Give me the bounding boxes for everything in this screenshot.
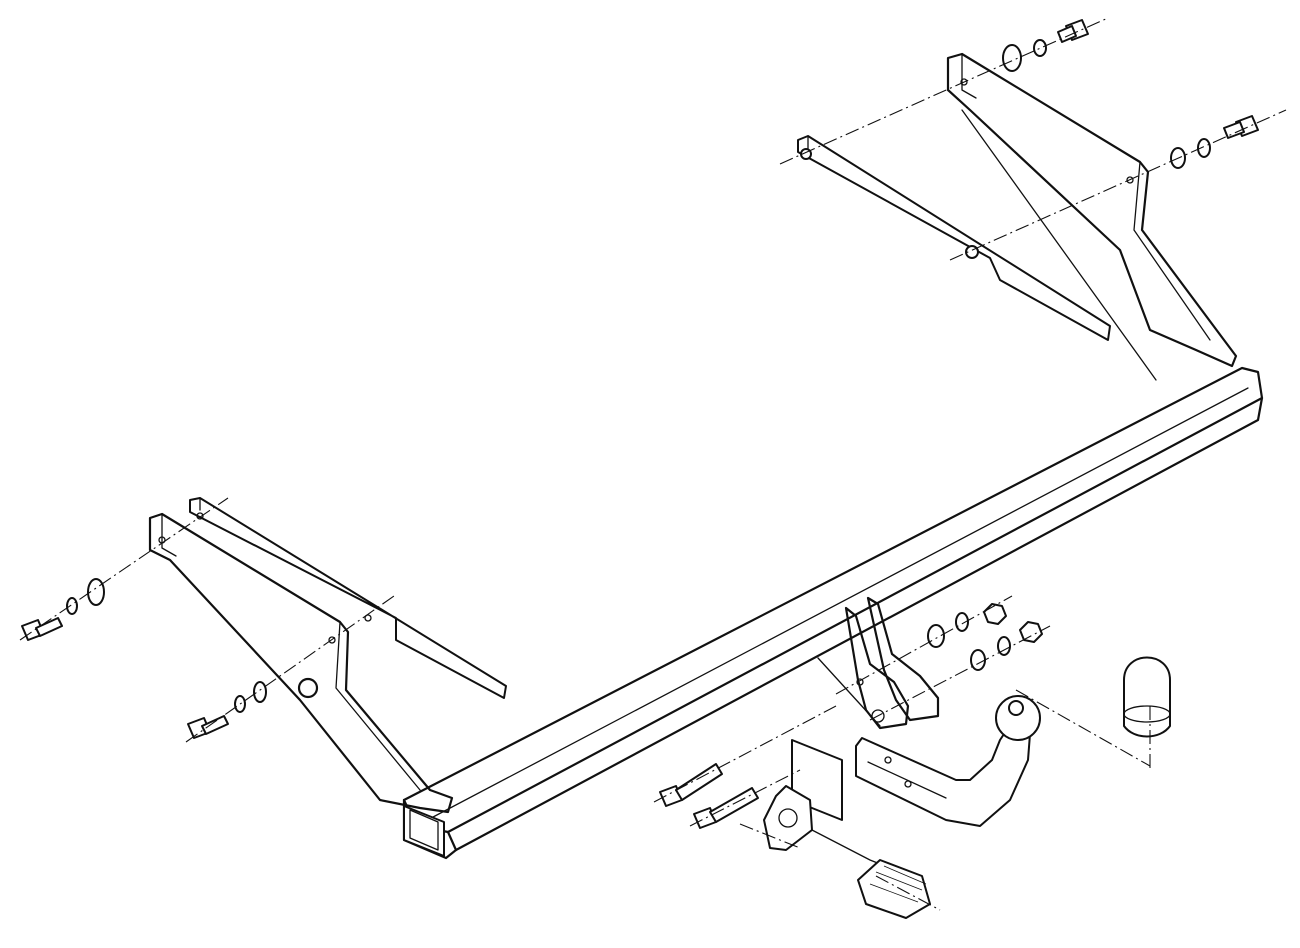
washer — [997, 636, 1011, 656]
washer — [253, 681, 267, 703]
tow-bracket-plate — [817, 596, 940, 730]
washer — [970, 649, 986, 671]
tow-ball-neck — [855, 695, 1041, 827]
right-mounting-strip — [797, 109, 1157, 381]
bracket-hole — [297, 677, 319, 699]
nut — [983, 603, 1007, 625]
bolts — [21, 19, 1259, 829]
right-side-bracket — [946, 52, 1238, 368]
tow-ball-cover-cap — [1123, 656, 1171, 738]
washer — [1002, 44, 1022, 72]
socket-connector — [857, 859, 931, 919]
crossbar — [402, 366, 1264, 860]
washer — [927, 624, 945, 648]
washer — [1197, 138, 1211, 158]
washer — [66, 597, 78, 615]
washers — [66, 39, 1211, 713]
nuts — [983, 603, 1043, 643]
crossbar-end-opening — [403, 805, 445, 857]
left-mounting-strip — [189, 497, 507, 699]
washer — [955, 612, 969, 632]
socket-mounting-plate — [763, 739, 931, 919]
left-side-bracket — [148, 512, 454, 814]
washer — [1033, 39, 1047, 57]
nut — [1019, 621, 1043, 643]
assembly-axes — [19, 17, 1287, 911]
electrical-socket — [763, 785, 813, 851]
tow-ball — [995, 695, 1041, 741]
